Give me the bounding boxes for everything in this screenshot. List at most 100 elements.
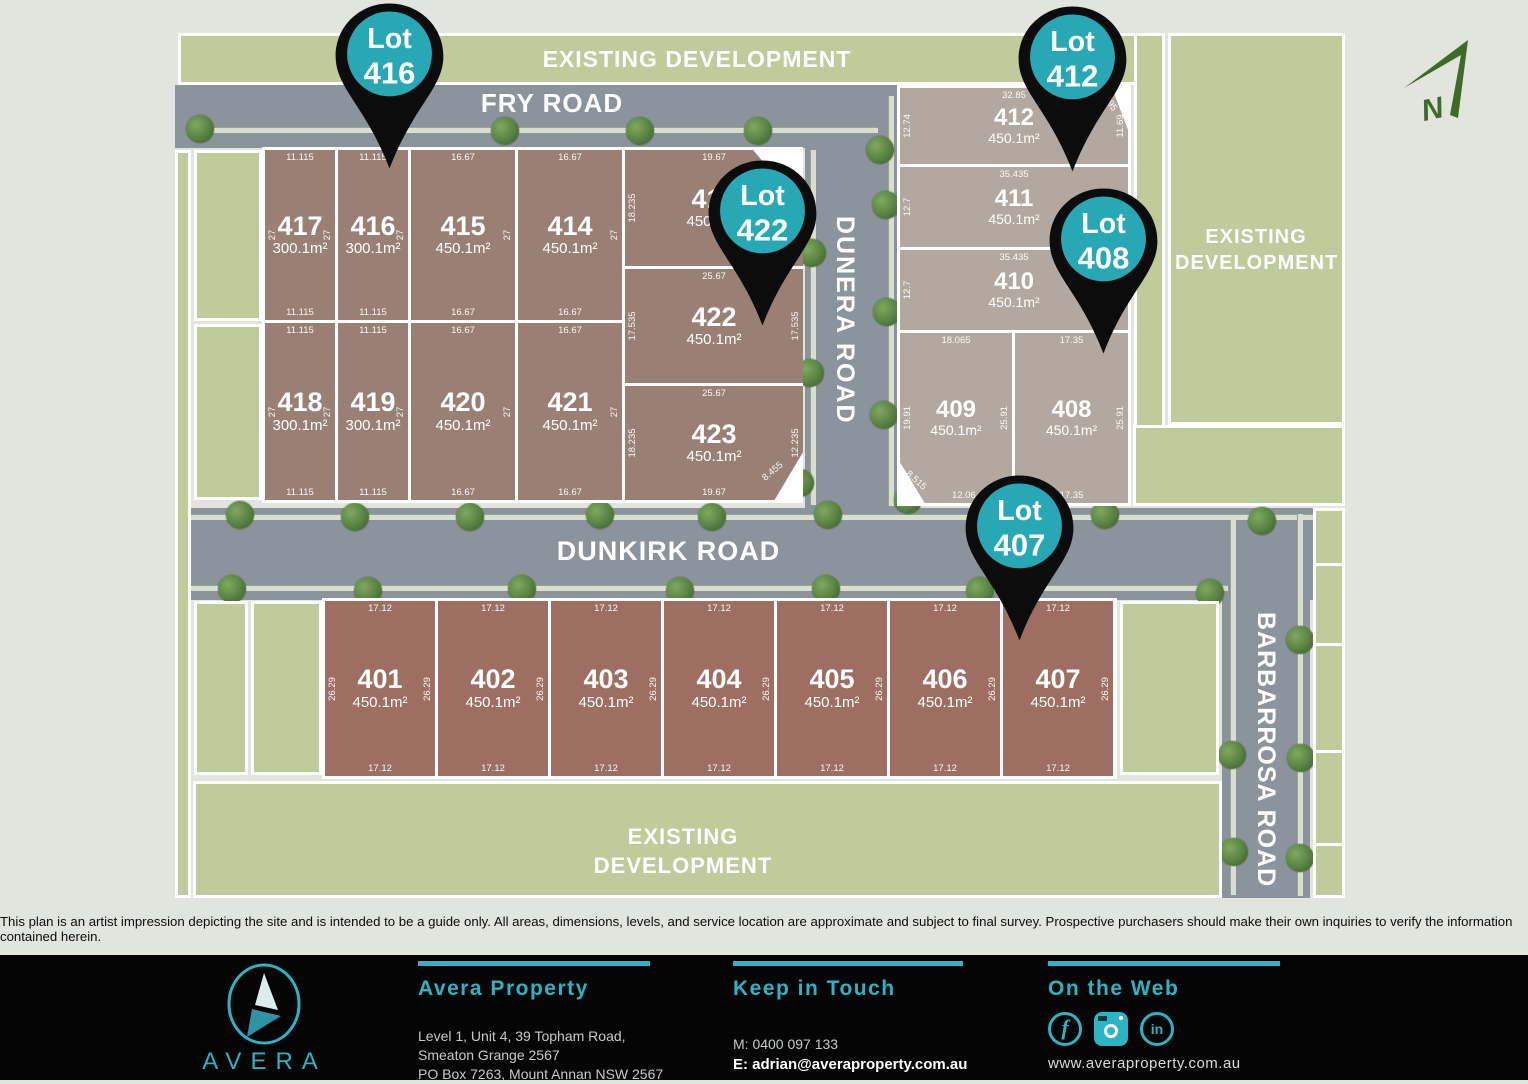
social-icons: f in (1048, 1012, 1174, 1046)
website-url[interactable]: www.averaproperty.com.au (1048, 1055, 1241, 1072)
lot-dimension: 26.29 (1099, 676, 1111, 701)
pin-prefix: Lot (740, 180, 785, 212)
lot-dimension: 17.535 (627, 311, 638, 341)
email-address[interactable]: E: adrian@averaproperty.com.au (733, 1056, 968, 1073)
lot-area: 450.1m² (686, 331, 742, 349)
lot-dimension: 11.115 (359, 486, 387, 498)
facebook-icon[interactable]: f (1048, 1012, 1082, 1046)
lot-dimension: 26.29 (327, 676, 338, 701)
pin-lot-number: 422 (737, 213, 789, 248)
lot-dimension: 17.12 (820, 603, 844, 614)
sidewalk (1297, 514, 1303, 896)
lot-number: 412 (993, 104, 1035, 131)
lot-dimension: 17.12 (707, 603, 731, 614)
tree (814, 501, 842, 529)
lot-area: 450.1m² (465, 693, 521, 711)
lot-dimension: 18.065 (941, 335, 971, 346)
lot-dimension: 26.29 (647, 676, 659, 701)
lot-area: 450.1m² (578, 693, 634, 711)
lot-number: 411 (994, 185, 1034, 212)
lot-area: 450.1m² (1030, 693, 1086, 711)
fry-road-label: FRY ROAD (480, 88, 624, 118)
phone-number[interactable]: M: 0400 097 133 (733, 1036, 839, 1052)
north-arrow-icon: N (1404, 40, 1468, 128)
address-line: Level 1, Unit 4, 39 Topham Road, (418, 1028, 626, 1044)
lot-number: 410 (993, 268, 1035, 295)
divider (418, 961, 650, 966)
lot-dimension: 27 (267, 406, 278, 417)
lot-area: 450.1m² (435, 240, 491, 258)
lot-dimension: 11.115 (359, 325, 387, 336)
tree (1248, 507, 1276, 535)
lot-dimension: 17.12 (707, 762, 731, 774)
tree (873, 298, 901, 326)
green-parcel (1133, 425, 1345, 506)
pin-circle (977, 483, 1062, 569)
lot-number: 404 (696, 664, 742, 695)
sidewalk (810, 150, 816, 505)
lot-area: 450.1m² (686, 448, 742, 466)
lot-number: 415 (440, 210, 486, 241)
lot-dimension: 12.06 (951, 489, 976, 501)
tree (341, 503, 369, 531)
lot-dimension: 27 (501, 406, 513, 417)
lot-dimension: 12.7 (902, 197, 913, 217)
facebook-glyph: f (1061, 1015, 1069, 1040)
divider (733, 961, 963, 966)
contact-heading: Keep in Touch (733, 977, 896, 1000)
barbarrosa-road-label: BARBARROSA ROAD (1252, 612, 1280, 888)
divider (1048, 961, 1280, 966)
tree (870, 401, 898, 429)
lot-area: 450.1m² (988, 130, 1040, 147)
company-heading: Avera Property (418, 977, 589, 1000)
lot-area: 450.1m² (930, 422, 982, 439)
lot-dimension: 25.91 (1114, 406, 1126, 430)
fry-road (175, 85, 905, 148)
lot-number: 418 (277, 387, 323, 418)
barbarrosa-road (1222, 508, 1310, 898)
tree (491, 117, 519, 145)
lot-dimension: 17.12 (1046, 762, 1070, 774)
lot-dimension: 16.67 (451, 325, 475, 336)
lot-dimension: 16.67 (451, 486, 475, 498)
lot-dimension: 16.67 (558, 486, 582, 498)
company-address: Level 1, Unit 4, 39 Topham Road, Smeaton… (418, 1027, 663, 1084)
lot-number: 405 (809, 664, 855, 695)
instagram-icon[interactable] (1094, 1012, 1128, 1046)
pin-circle (1030, 14, 1115, 100)
parcel-divider (1316, 843, 1342, 846)
instagram-camera-lens (1104, 1023, 1118, 1038)
tree (1286, 626, 1314, 654)
svg-text:N: N (1418, 91, 1447, 128)
pin-prefix: Lot (1050, 26, 1095, 58)
lot-dimension: 16.67 (451, 306, 475, 318)
tree (744, 117, 772, 145)
linkedin-icon[interactable]: in (1140, 1012, 1174, 1046)
tree (226, 501, 254, 529)
lot-dimension: 12.235 (789, 428, 801, 458)
linkedin-glyph: in (1150, 1021, 1164, 1037)
tree (456, 503, 484, 531)
lot-dimension: 11.115 (359, 152, 387, 163)
roadside-parcels (1313, 508, 1345, 898)
lot-number: 417 (277, 210, 323, 241)
pin-lot-number: 408 (1078, 241, 1130, 276)
lot-dimension: 16.67 (451, 152, 475, 163)
lot-dimension: 19.67 (702, 152, 726, 163)
lot-dimension: 26.29 (873, 676, 885, 701)
lot-dimension: 17.12 (933, 603, 957, 614)
lot-dimension: 35.435 (999, 252, 1029, 263)
tree (186, 115, 214, 143)
